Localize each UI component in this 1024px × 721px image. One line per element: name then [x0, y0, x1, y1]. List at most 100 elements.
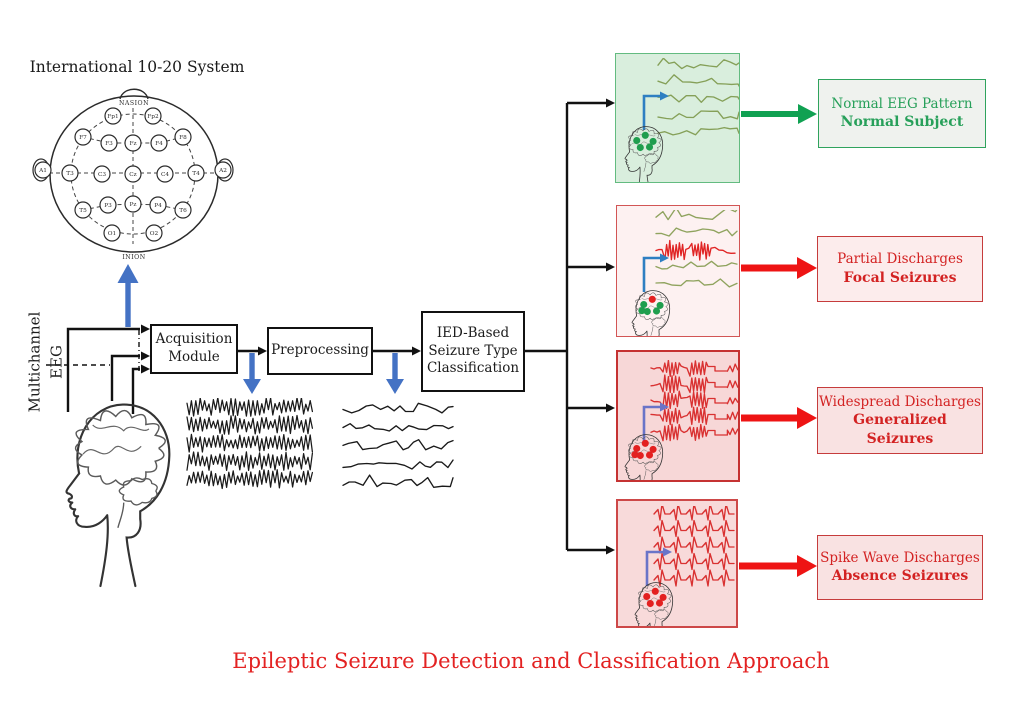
acquisition-module-box: Acquisition Module	[150, 324, 238, 374]
eeg-trace	[342, 474, 454, 488]
eeg-trace	[342, 402, 454, 414]
discharge-dot-red	[636, 451, 644, 460]
diagnosis-text: Generalized Seizures	[853, 411, 947, 447]
head-graphic	[634, 582, 674, 626]
preprocessing-box: Preprocessing	[267, 327, 373, 375]
electrode-A1: A1	[34, 161, 52, 179]
pattern-text: Widespread Discharges	[819, 393, 981, 410]
eeg-trace	[657, 126, 739, 136]
electrode-F4: F4	[150, 134, 168, 152]
arrowhead	[141, 324, 150, 334]
svg-text:T4: T4	[192, 171, 200, 177]
electrode-Pz: Pz	[124, 195, 142, 213]
discharge-dot-red	[641, 439, 649, 447]
figure-caption: Epileptic Seizure Detection and Classifi…	[232, 649, 830, 673]
result-label-generalized: Widespread Discharges Generalized Seizur…	[817, 387, 983, 454]
eeg-trace	[186, 469, 314, 490]
head-graphic	[65, 403, 171, 588]
svg-text:T5: T5	[79, 208, 87, 214]
result-label-normal: Normal EEG Pattern Normal Subject	[818, 79, 986, 148]
blue-pointer-arrow	[642, 253, 669, 292]
eeg-trace	[342, 423, 454, 432]
eeg-trace	[650, 423, 738, 442]
electrode-A2: A2	[214, 161, 232, 179]
svg-text:Cz: Cz	[129, 172, 137, 178]
discharge-dot-green	[652, 307, 661, 315]
eeg-trace	[655, 227, 738, 237]
eeg-trace	[657, 94, 739, 103]
classification-box: IED-Based Seizure Type Classification	[421, 311, 525, 392]
blue-up-arrow-10-20	[117, 264, 139, 327]
outcome-box-focal	[616, 205, 740, 337]
electrode-C3: C3	[93, 165, 111, 183]
discharge-dot-green	[649, 137, 657, 145]
preprocessed-eeg-panel	[342, 402, 454, 488]
pattern-text: Normal EEG Pattern	[831, 95, 973, 112]
arrowhead	[258, 346, 267, 356]
svg-text:T3: T3	[66, 171, 74, 177]
discharge-dot-red	[643, 592, 651, 601]
discharge-dot-green	[640, 300, 648, 309]
electrode-Cz: Cz	[124, 165, 142, 183]
svg-text:A2: A2	[218, 168, 227, 174]
eeg-trace	[650, 374, 738, 394]
eeg-trace	[653, 519, 735, 538]
electrode-Fp1: Fp1	[104, 107, 122, 125]
svg-text:T6: T6	[179, 208, 187, 214]
discharge-dot-green	[633, 136, 641, 145]
eeg-trace	[657, 58, 739, 70]
svg-text:P4: P4	[154, 203, 162, 209]
red-result-arrow-absence	[739, 555, 817, 577]
electrode-O2: O2	[145, 224, 163, 242]
eeg-trace	[650, 406, 738, 426]
svg-text:O2: O2	[150, 231, 159, 237]
result-label-focal: Partial Discharges Focal Seizures	[817, 236, 983, 302]
eeg-trace	[653, 506, 735, 521]
brain-head-generalized	[624, 434, 664, 480]
discharge-dot-red	[648, 295, 656, 303]
eeg-trace	[653, 536, 735, 554]
nose-bump	[119, 88, 149, 100]
eeg-trace	[655, 278, 738, 288]
outcome-box-generalized	[616, 350, 740, 482]
discharge-dot-green	[636, 143, 644, 152]
blue-pointer-arrow	[645, 547, 672, 586]
arrowhead	[606, 545, 615, 555]
electrode-F3: F3	[100, 134, 118, 152]
green-result-arrow-normal	[741, 104, 817, 124]
arrowhead	[141, 364, 150, 374]
diagnosis-text: Absence Seizures	[831, 568, 969, 585]
arrowhead	[606, 98, 615, 108]
red-result-arrow-generalized	[741, 407, 817, 429]
eeg-wire-2	[110, 354, 140, 401]
electrode-diagram-title: International 10-20 System	[29, 58, 245, 76]
svg-text:C4: C4	[161, 172, 169, 178]
electrode-Fp2: Fp2	[144, 107, 162, 125]
arrowhead	[412, 346, 421, 356]
eeg-trace	[186, 451, 314, 472]
blue-pointer-arrow	[642, 402, 669, 441]
eeg-trace	[657, 110, 739, 120]
eeg-wire-3	[131, 367, 140, 414]
discharge-dot-green	[643, 307, 651, 316]
eeg-trace	[653, 569, 735, 587]
head-graphic	[631, 290, 671, 336]
discharge-dot-green	[645, 143, 654, 151]
svg-text:Fz: Fz	[129, 141, 136, 147]
eeg-trace	[342, 459, 454, 470]
brain-head-absence	[634, 582, 674, 626]
eeg-trace	[342, 439, 454, 451]
result-label-absence: Spike Wave Discharges Absence Seizures	[817, 535, 983, 600]
eeg-trace	[650, 360, 738, 378]
discharge-dot-red	[633, 444, 641, 453]
electrode-F7: F7	[74, 128, 92, 146]
diagnosis-text: Focal Seizures	[843, 269, 957, 286]
normal-eeg-traces	[657, 58, 739, 136]
discharge-dot-green	[656, 301, 664, 309]
blue-pointer-arrow	[642, 91, 669, 130]
pattern-text: Spike Wave Discharges	[820, 549, 980, 566]
eeg-trace	[655, 210, 738, 221]
